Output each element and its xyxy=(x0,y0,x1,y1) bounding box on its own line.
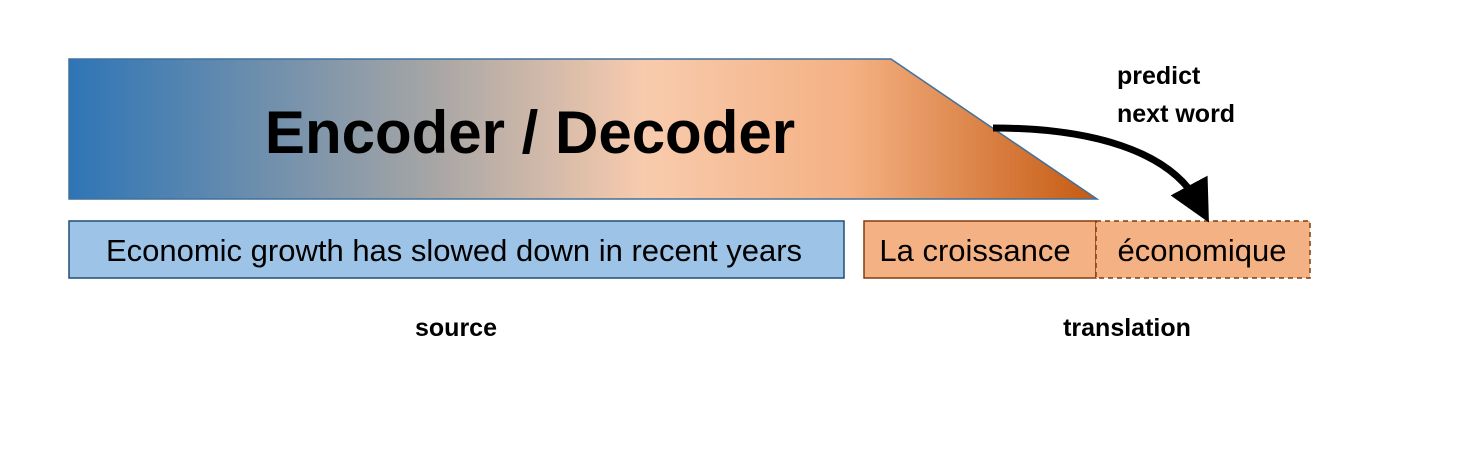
encoder-decoder-block xyxy=(68,58,1100,200)
predict-arrow xyxy=(992,124,1209,223)
encoder-decoder-title: Encoder / Decoder xyxy=(265,99,795,166)
source-sentence: Economic growth has slowed down in recen… xyxy=(106,233,802,268)
translation-word-box-2 xyxy=(1095,220,1311,279)
source-label: source xyxy=(415,314,497,342)
translation-label: translation xyxy=(1063,314,1191,342)
translation-word-2: économique xyxy=(1118,233,1287,268)
annotation-line-1: predict xyxy=(1117,62,1201,90)
translation-word-box-1 xyxy=(863,220,1097,279)
annotation-line-2: next word xyxy=(1117,100,1235,128)
source-box xyxy=(68,220,845,279)
translation-word-1: La croissance xyxy=(879,233,1070,268)
